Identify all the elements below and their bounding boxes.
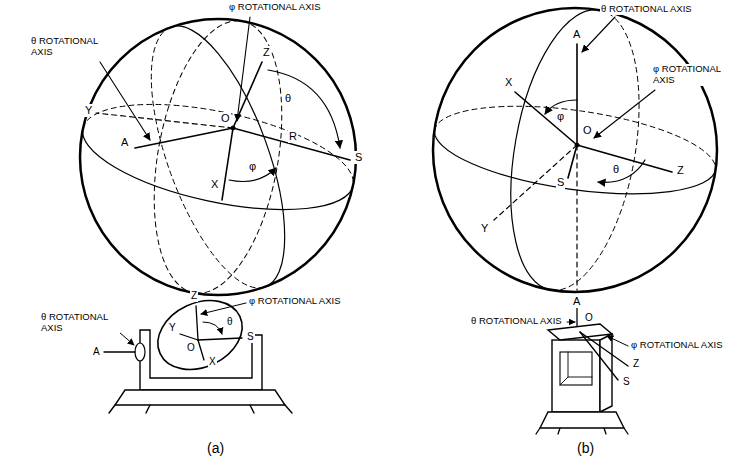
point-label: O (186, 342, 196, 354)
great-circle-hidden (135, 11, 301, 304)
point-label: Z (190, 290, 198, 302)
antenna-dish (147, 287, 254, 382)
x-axis (515, 92, 577, 145)
axis-label: φ ROTATIONAL AXIS (228, 2, 322, 13)
point-label: O (220, 112, 231, 125)
theta-angle-arc (203, 322, 222, 334)
s-axis (568, 145, 577, 178)
theta-axis (104, 351, 135, 352)
point-label: Y (84, 104, 93, 117)
positioner-base (540, 412, 624, 428)
point-label: Y (168, 322, 177, 334)
axis-label: θ ROTATIONAL AXIS (30, 36, 110, 58)
point-label: R (288, 130, 298, 143)
leader-line (594, 90, 655, 138)
z-axis (580, 332, 628, 366)
point-label: Z (262, 46, 271, 59)
y-axis (96, 113, 233, 128)
theta-axis (576, 44, 578, 145)
point-label: A (572, 28, 581, 41)
point-label: O (582, 124, 593, 137)
y-axis (180, 334, 198, 340)
point-label: X (504, 76, 513, 89)
y-axis (494, 145, 577, 220)
point-label: φ (556, 110, 565, 123)
s-axis (198, 338, 242, 340)
theta-angle-arc (268, 70, 340, 148)
leader-line (100, 62, 150, 140)
point-label: θ (226, 316, 234, 328)
positioner-body-side (600, 334, 612, 412)
sphere-outline (433, 8, 717, 292)
positioner-recess (560, 352, 592, 385)
great-circle-hidden (83, 104, 353, 186)
theta-axis (576, 308, 577, 328)
great-circle (83, 128, 353, 210)
origin-dot (575, 143, 579, 147)
panel-label: (b) (576, 440, 595, 456)
point-label: Y (480, 222, 489, 235)
point-label: S (354, 151, 363, 164)
axis-label: θ ROTATIONAL AXIS (40, 312, 120, 334)
point-label: A (572, 295, 581, 308)
pivot-bearing (135, 343, 145, 361)
point-label: A (120, 136, 129, 149)
positioner-feet (536, 428, 628, 434)
point-label: A (92, 346, 101, 358)
great-circle (434, 130, 715, 194)
great-circle (511, 10, 600, 290)
point-label: S (622, 376, 631, 388)
point-label: Z (632, 358, 640, 370)
theta-angle-arc (598, 160, 645, 182)
axis-label: φ ROTATIONAL AXIS (630, 340, 724, 351)
point-label: S (556, 176, 565, 189)
z-axis (196, 306, 198, 340)
point-label: φ (248, 160, 257, 173)
origin-dot (231, 126, 235, 130)
recess-shading (560, 352, 592, 385)
sphere-outline (80, 19, 356, 295)
axis-label: φ ROTATIONAL AXIS (652, 64, 732, 86)
point-label: O (584, 312, 594, 324)
axis-label: θ ROTATIONAL AXIS (470, 316, 563, 327)
point-label: Z (676, 164, 685, 177)
great-circle-hidden (151, 27, 265, 288)
point-label: X (210, 178, 219, 191)
radius-line (233, 128, 350, 160)
positioner-base (115, 390, 285, 405)
z-axis (577, 145, 672, 172)
positioner-body (552, 340, 600, 412)
s-axis (580, 332, 618, 380)
great-circle (171, 26, 285, 287)
positioner-feet (109, 405, 292, 413)
leader-line (567, 322, 575, 323)
theta-axis (135, 128, 233, 148)
x-axis (198, 340, 204, 360)
great-circle-hidden (434, 106, 715, 170)
panel-label: (a) (206, 440, 225, 456)
theta-axis-hidden (576, 145, 577, 290)
axis-label: θ ROTATIONAL AXIS (600, 4, 693, 15)
leader-line (607, 336, 628, 346)
x-axis (222, 128, 233, 200)
point-label: S (246, 331, 255, 343)
axis-label: φ ROTATIONAL AXIS (248, 296, 342, 307)
leader-line (582, 17, 615, 52)
point-label: θ (612, 163, 620, 176)
leader-line (201, 303, 246, 314)
leader-line (237, 17, 250, 121)
point-label: X (208, 356, 217, 368)
point-label: θ (284, 92, 292, 105)
